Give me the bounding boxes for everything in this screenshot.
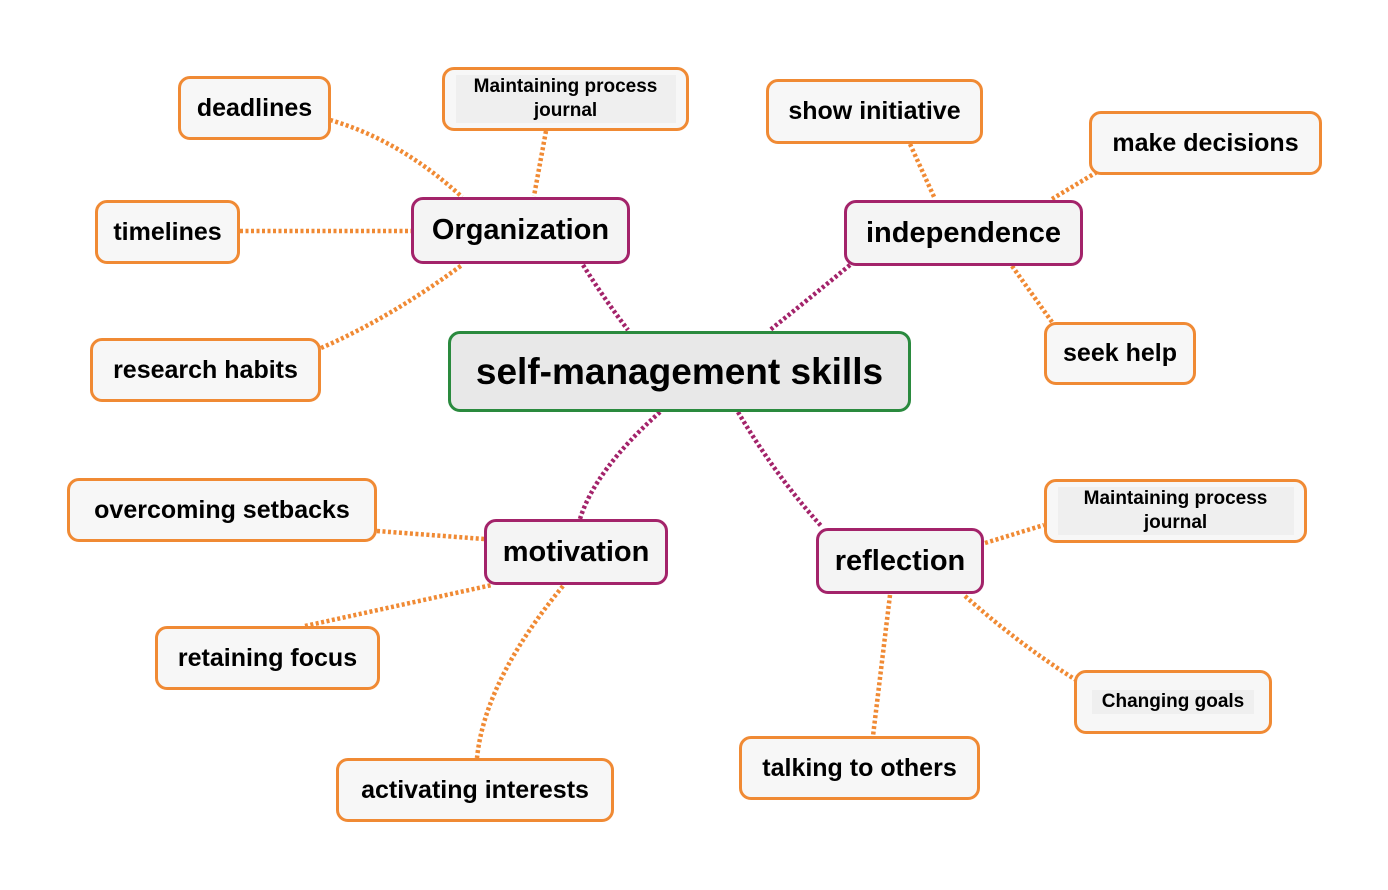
leaf-research-habits[interactable]: research habits — [90, 338, 321, 402]
edge-root-independence — [768, 263, 852, 332]
leaf-show-initiative[interactable]: show initiative — [766, 79, 983, 144]
edge-indep-initiative — [907, 143, 938, 200]
edge-indep-help — [1010, 264, 1054, 324]
branch-motivation[interactable]: motivation — [484, 519, 668, 585]
leaf-activating-interests[interactable]: activating interests — [336, 758, 614, 822]
branch-independence[interactable]: independence — [844, 200, 1083, 266]
leaf-deadlines[interactable]: deadlines — [178, 76, 331, 140]
leaf-overcoming-setbacks[interactable]: overcoming setbacks — [67, 478, 377, 542]
branch-organization[interactable]: Organization — [411, 197, 630, 264]
leaf-make-decisions[interactable]: make decisions — [1089, 111, 1322, 175]
leaf-org-journal[interactable]: Maintaining process journal — [442, 67, 689, 131]
leaf-talking-to-others[interactable]: talking to others — [739, 736, 980, 800]
leaf-retaining-focus[interactable]: retaining focus — [155, 626, 380, 690]
edge-motiv-interests — [474, 584, 565, 759]
edge-motiv-focus — [304, 582, 493, 629]
edge-indep-decisions — [1050, 170, 1099, 201]
edge-org-research — [320, 263, 464, 351]
edge-refl-goals — [963, 594, 1078, 682]
branch-reflection[interactable]: reflection — [816, 528, 984, 594]
edge-root-organization — [581, 263, 630, 332]
leaf-refl-journal-label: Maintaining process journal — [1057, 487, 1294, 535]
edge-root-motivation — [577, 410, 662, 520]
edge-org-journal — [531, 130, 549, 197]
leaf-changing-goals[interactable]: Changing goals — [1074, 670, 1272, 734]
leaf-refl-journal[interactable]: Maintaining process journal — [1044, 479, 1307, 543]
leaf-seek-help[interactable]: seek help — [1044, 322, 1196, 385]
edge-refl-talking — [870, 594, 893, 737]
edge-root-reflection — [736, 410, 824, 529]
edge-refl-journal — [984, 522, 1045, 546]
edge-org-deadlines — [329, 117, 464, 199]
leaf-timelines[interactable]: timelines — [95, 200, 240, 264]
leaf-org-journal-label: Maintaining process journal — [455, 75, 676, 123]
root-node[interactable]: self-management skills — [448, 331, 911, 412]
edge-motiv-setbacks — [376, 528, 485, 542]
leaf-changing-goals-label: Changing goals — [1091, 690, 1255, 714]
